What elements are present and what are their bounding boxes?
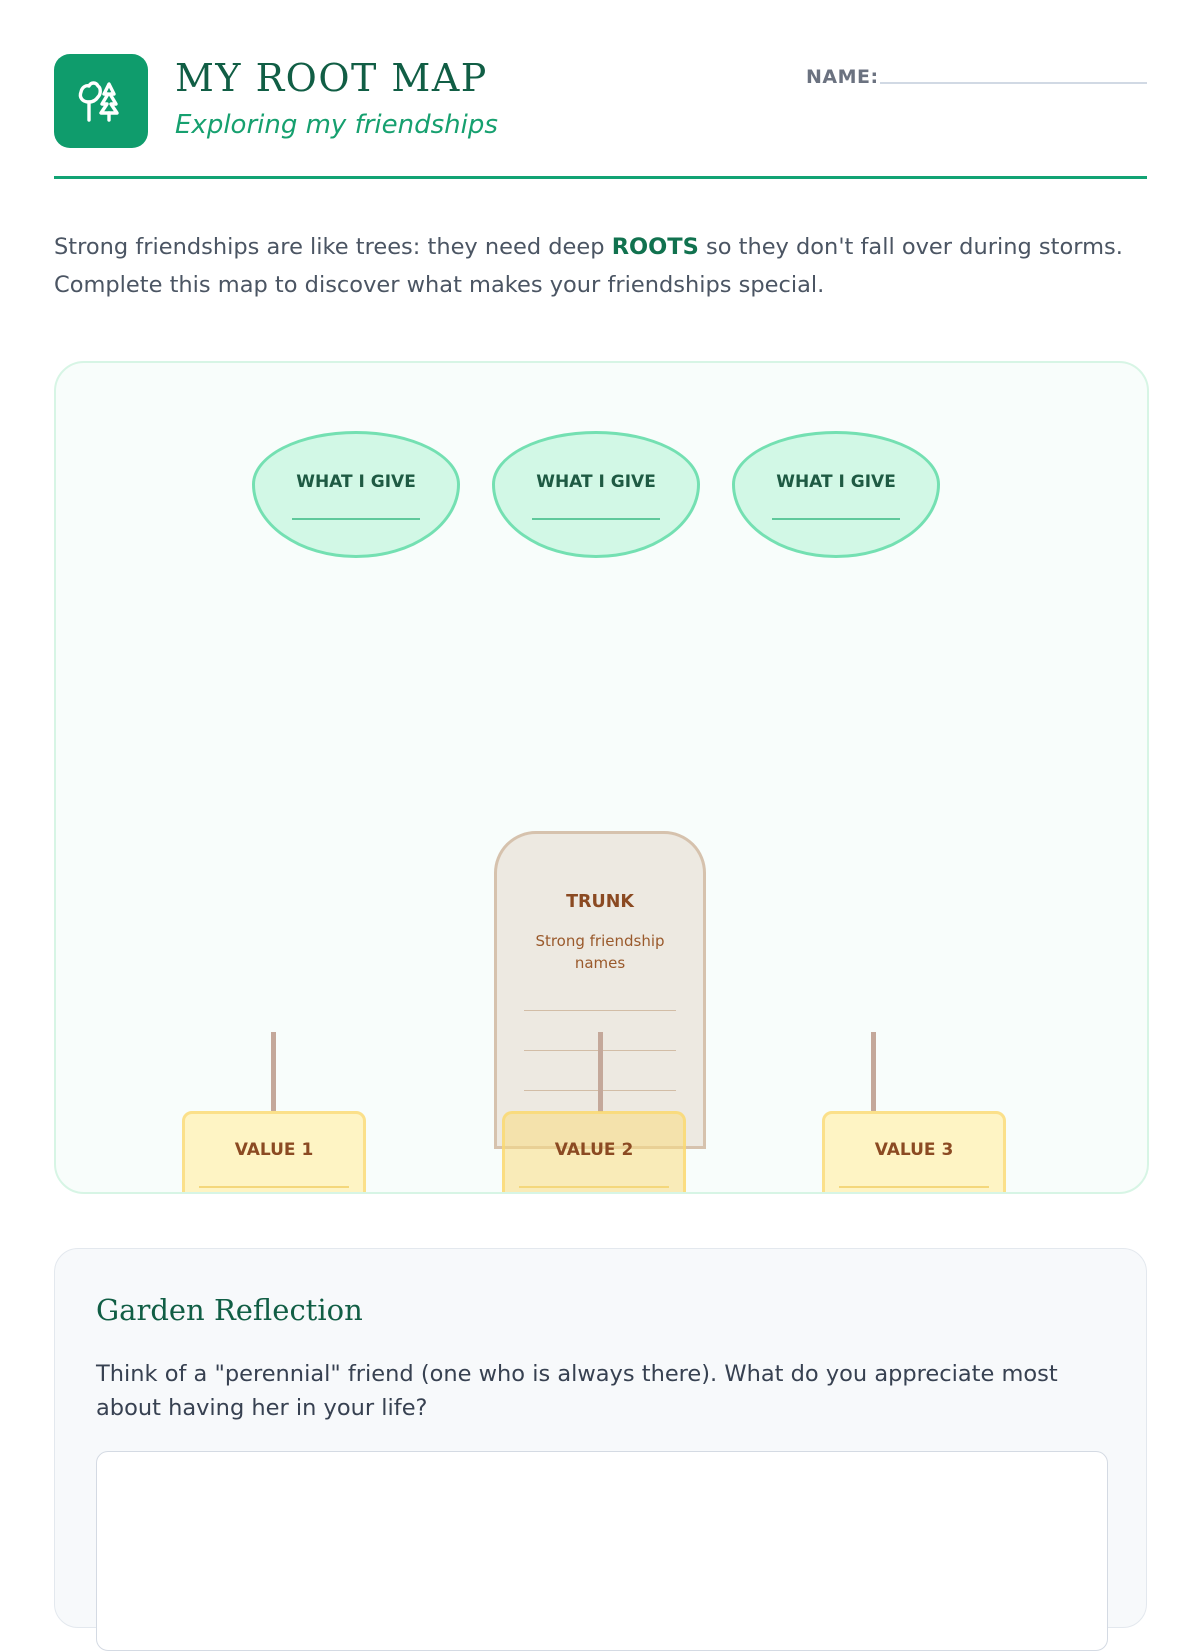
trunk-title: TRUNK	[566, 892, 634, 912]
page-subtitle: Exploring my friendships	[175, 110, 498, 140]
leaf-answer-line[interactable]	[292, 518, 420, 520]
value-answer-line[interactable]	[519, 1186, 669, 1188]
reflection-question: Think of a "perennial" friend (one who i…	[96, 1361, 1058, 1421]
value-label: VALUE 3	[874, 1140, 954, 1160]
root-connector-1	[271, 1032, 276, 1112]
value-answer-line[interactable]	[839, 1186, 989, 1188]
value-label: VALUE 2	[554, 1140, 634, 1160]
leaf-what-i-give-2: WHAT I GIVE	[492, 431, 700, 558]
value-box-3: VALUE 3	[822, 1111, 1006, 1192]
value-answer-line[interactable]	[199, 1186, 349, 1188]
value-box-2: VALUE 2	[502, 1111, 686, 1192]
leaf-what-i-give-1: WHAT I GIVE	[252, 431, 460, 558]
page-title: MY ROOT MAP	[175, 56, 488, 100]
value-box-1: VALUE 1	[182, 1111, 366, 1192]
leaf-what-i-give-3: WHAT I GIVE	[732, 431, 940, 558]
leaf-label: WHAT I GIVE	[776, 472, 896, 492]
intro-highlight: ROOTS	[611, 234, 699, 260]
logo	[54, 54, 148, 148]
trunk-answer-line[interactable]	[524, 1010, 676, 1011]
name-label: NAME:	[806, 66, 879, 88]
leaf-answer-line[interactable]	[772, 518, 900, 520]
root-connector-3	[871, 1032, 876, 1112]
intro-text: Strong friendships are like trees: they …	[54, 228, 1147, 304]
intro-text-end: so they don't fall over during storms. C…	[54, 234, 1123, 298]
reflection-card: Garden Reflection Think of a "perennial"…	[54, 1248, 1147, 1651]
root-connector-2	[598, 1032, 603, 1112]
leaf-label: WHAT I GIVE	[536, 472, 656, 492]
trunk-subtitle: Strong friendship names	[535, 932, 665, 972]
intro-text-start: Strong friendships are like trees: they …	[54, 234, 612, 260]
root-map-diagram: WHAT I GIVE WHAT I GIVE WHAT I GIVE VALU…	[54, 361, 1149, 1194]
reflection-answer-box[interactable]	[96, 1451, 1108, 1651]
name-field[interactable]	[880, 82, 1147, 84]
value-label: VALUE 1	[234, 1140, 314, 1160]
page-header: MY ROOT MAP Exploring my friendships NAM…	[54, 54, 1147, 179]
leaf-answer-line[interactable]	[532, 518, 660, 520]
reflection-title: Garden Reflection	[96, 1293, 363, 1327]
leaf-label: WHAT I GIVE	[296, 472, 416, 492]
